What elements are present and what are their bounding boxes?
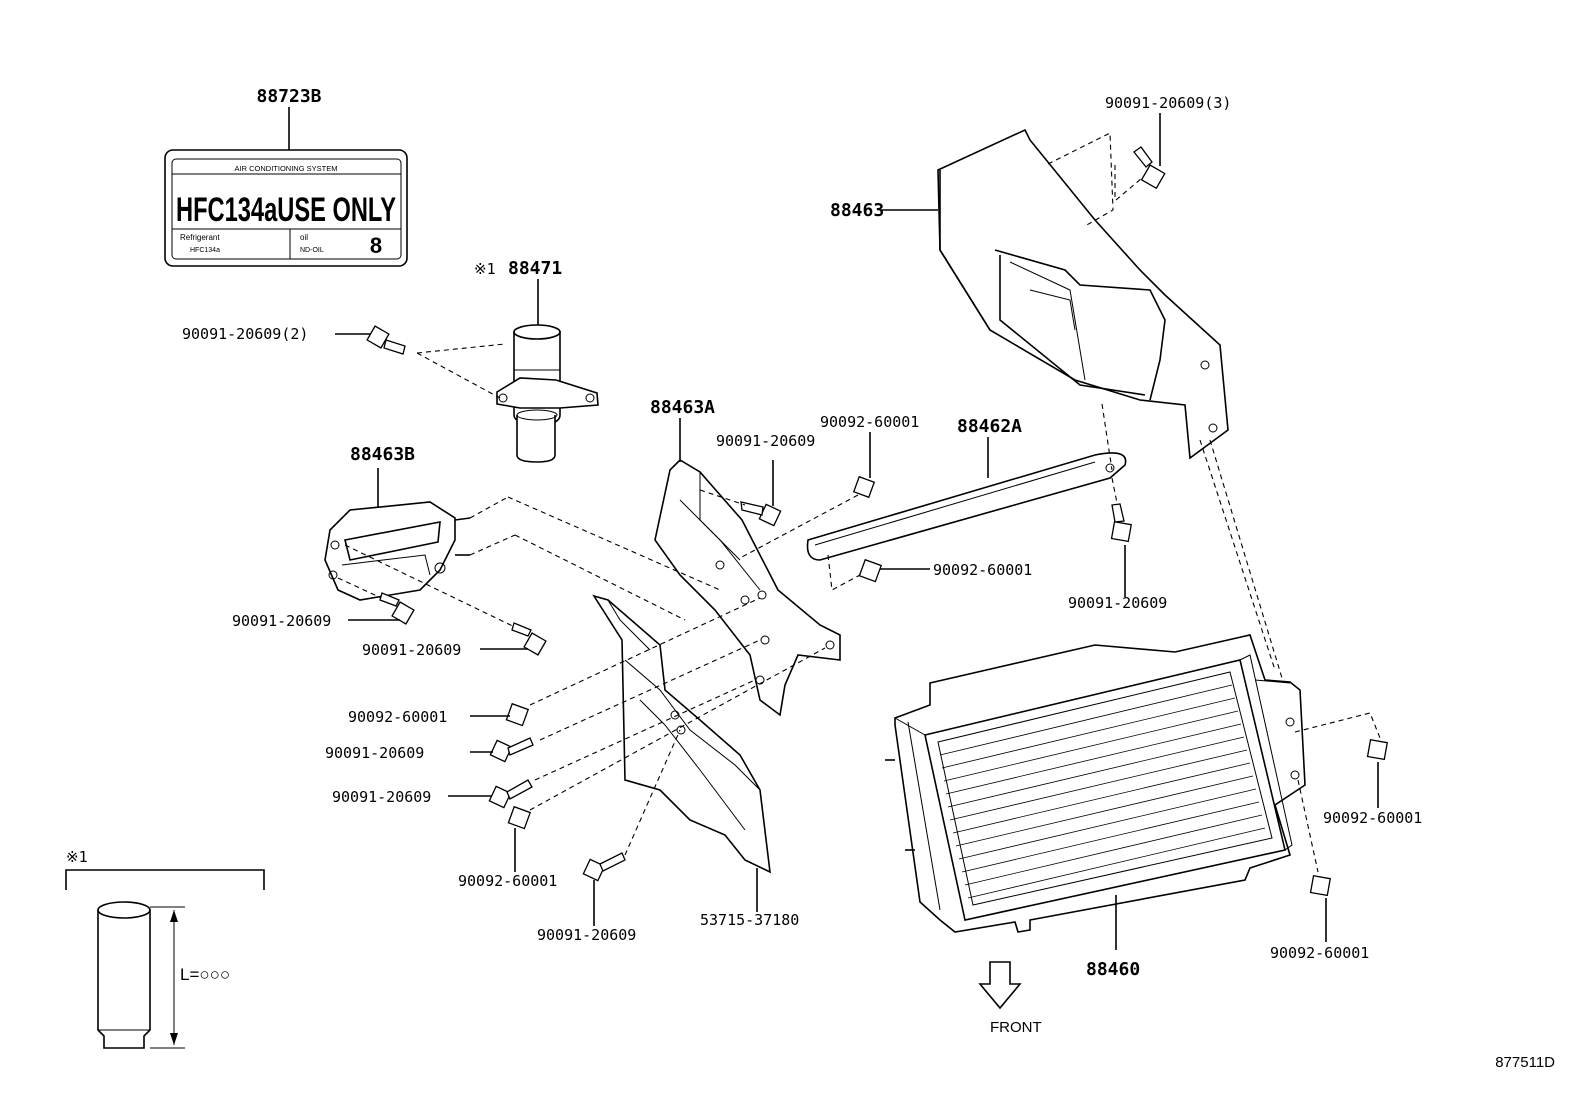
bolt-icon bbox=[511, 622, 547, 656]
condenser-fins bbox=[939, 684, 1266, 899]
bolt-icon bbox=[582, 852, 626, 882]
bolt-icon bbox=[488, 779, 533, 809]
sticker-oil-value: ND-OIL bbox=[300, 247, 324, 254]
label-88463: 88463 bbox=[830, 200, 884, 221]
nut-icon bbox=[1309, 874, 1332, 897]
label-bolt-88463b-right: 90091-20609 bbox=[362, 641, 461, 659]
air-duct-upper bbox=[937, 128, 1229, 460]
label-bolt-88462a-right: 90091-20609 bbox=[1068, 594, 1167, 612]
bolt-icon bbox=[1110, 503, 1133, 543]
label-nut-88463a: 90092-60001 bbox=[820, 413, 919, 431]
bolt-icon bbox=[1133, 146, 1166, 190]
label-88463a: 88463A bbox=[650, 397, 715, 418]
sticker-oil-label: oil bbox=[300, 233, 308, 242]
mark-88471: ※1 bbox=[474, 260, 496, 278]
label-nut-stack-1: 90092-60001 bbox=[348, 708, 447, 726]
bolt-icon bbox=[379, 592, 415, 625]
label-bolt-stack-2: 90091-20609 bbox=[332, 788, 431, 806]
label-bolt-stack-1: 90091-20609 bbox=[325, 744, 424, 762]
label-53715-37180: 53715-37180 bbox=[700, 911, 799, 929]
sticker-header: AIR CONDITIONING SYSTEM bbox=[235, 164, 338, 173]
label-nut-88462a: 90092-60001 bbox=[933, 561, 1032, 579]
label-88723b: 88723B bbox=[256, 86, 321, 107]
label-88462a: 88462A bbox=[957, 416, 1022, 437]
sticker-oil-number: 8 bbox=[370, 233, 382, 258]
label-bolt-88463a: 90091-20609 bbox=[716, 432, 815, 450]
nut-icon bbox=[507, 805, 532, 830]
label-88463b: 88463B bbox=[350, 444, 415, 465]
receiver-dryer bbox=[496, 324, 599, 463]
label-bolt-2: 90091-20609(2) bbox=[182, 325, 308, 343]
label-nut-right-1: 90092-60001 bbox=[1323, 809, 1422, 827]
bracket-88462a bbox=[806, 452, 1127, 561]
refrigerant-label-sticker: AIR CONDITIONING SYSTEM HFC134aUSE ONLY … bbox=[164, 149, 408, 267]
bolt-icon bbox=[740, 501, 782, 527]
label-front: FRONT bbox=[990, 1019, 1042, 1036]
sticker-refrigerant-value: HFC134a bbox=[190, 247, 220, 254]
sticker-refrigerant-label: Refrigerant bbox=[180, 233, 220, 242]
label-nut-right-2: 90092-60001 bbox=[1270, 944, 1369, 962]
bracket-88463b bbox=[324, 501, 456, 601]
nut-icon bbox=[852, 475, 876, 499]
duct-bracket-88463a bbox=[654, 458, 841, 717]
bolt-icon bbox=[489, 737, 534, 763]
label-bolt-88463b-left: 90091-20609 bbox=[232, 612, 331, 630]
sticker-main-text: HFC134aUSE ONLY bbox=[176, 191, 396, 229]
front-arrow-icon bbox=[978, 961, 1022, 1010]
nut-icon bbox=[1366, 738, 1389, 761]
dryer-detail bbox=[97, 901, 151, 1049]
condenser bbox=[885, 634, 1306, 933]
condenser-shroud bbox=[592, 594, 771, 874]
label-nut-stack-2: 90092-60001 bbox=[458, 872, 557, 890]
nut-icon bbox=[858, 558, 883, 583]
label-length: L=○○○ bbox=[180, 965, 230, 984]
label-88471: 88471 bbox=[508, 258, 562, 279]
label-bolt-3: 90091-20609(3) bbox=[1105, 94, 1231, 112]
label-88460: 88460 bbox=[1086, 959, 1140, 980]
diagram-id: 877511D bbox=[1495, 1054, 1555, 1071]
label-bolt-stack-3: 90091-20609 bbox=[537, 926, 636, 944]
bolt-icon bbox=[366, 325, 406, 355]
nut-icon bbox=[505, 702, 530, 727]
detail-mark: ※1 bbox=[66, 848, 88, 866]
